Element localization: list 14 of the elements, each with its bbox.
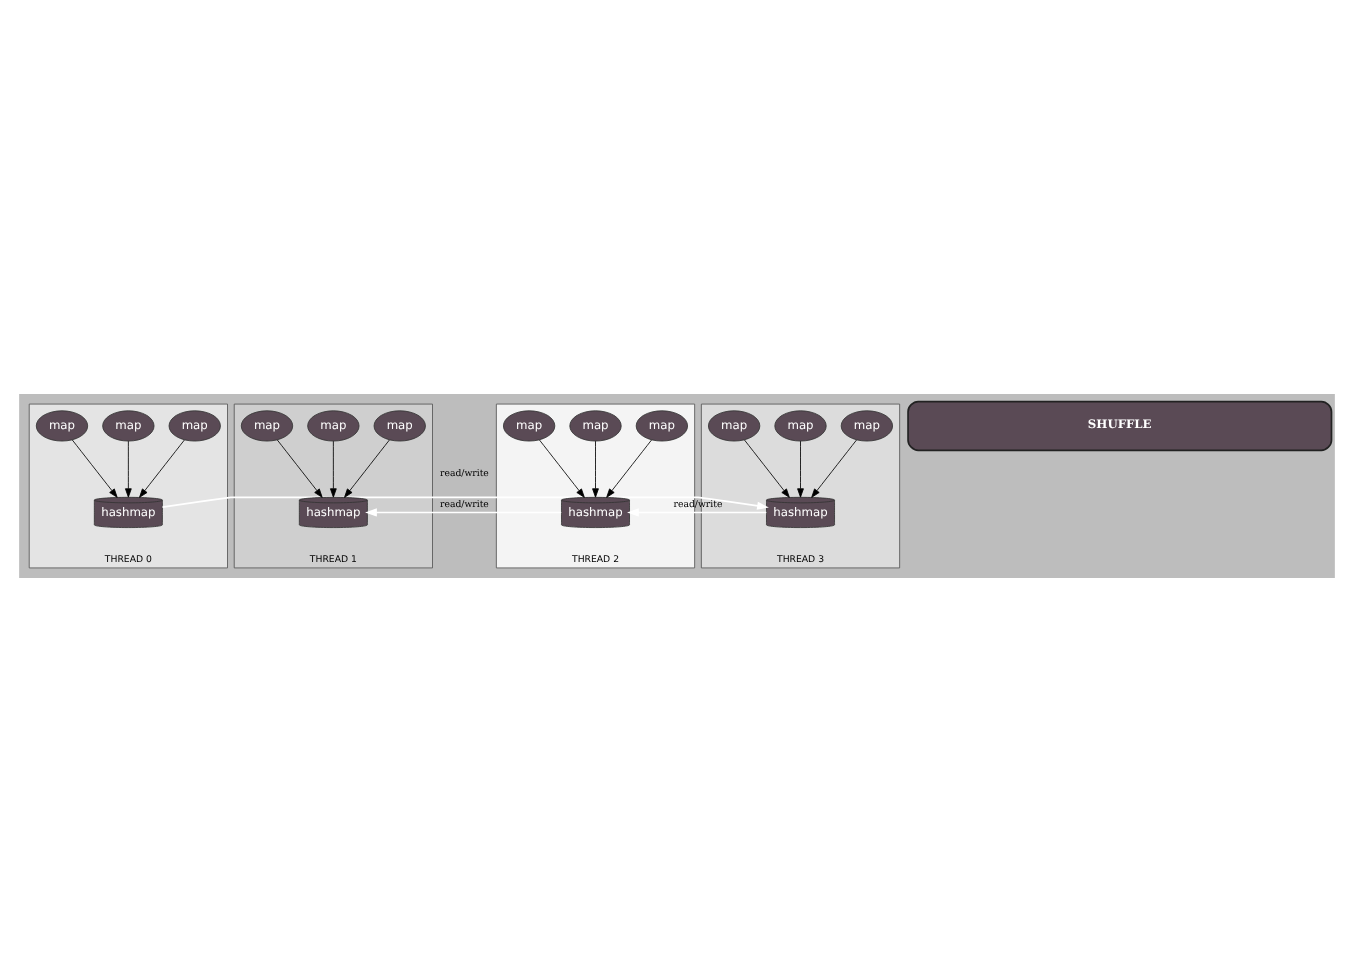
arrow xyxy=(606,439,652,498)
arrow xyxy=(71,439,118,498)
arrow xyxy=(344,439,390,498)
arrow xyxy=(365,508,563,517)
arrow xyxy=(139,439,185,498)
arrow xyxy=(330,440,337,498)
arrow xyxy=(811,439,857,498)
arrow xyxy=(627,508,768,517)
arrow xyxy=(125,440,132,498)
arrow xyxy=(276,439,323,498)
arrow xyxy=(797,440,804,498)
arrow xyxy=(539,439,585,498)
arrow xyxy=(592,440,599,498)
arrow xyxy=(744,439,790,498)
